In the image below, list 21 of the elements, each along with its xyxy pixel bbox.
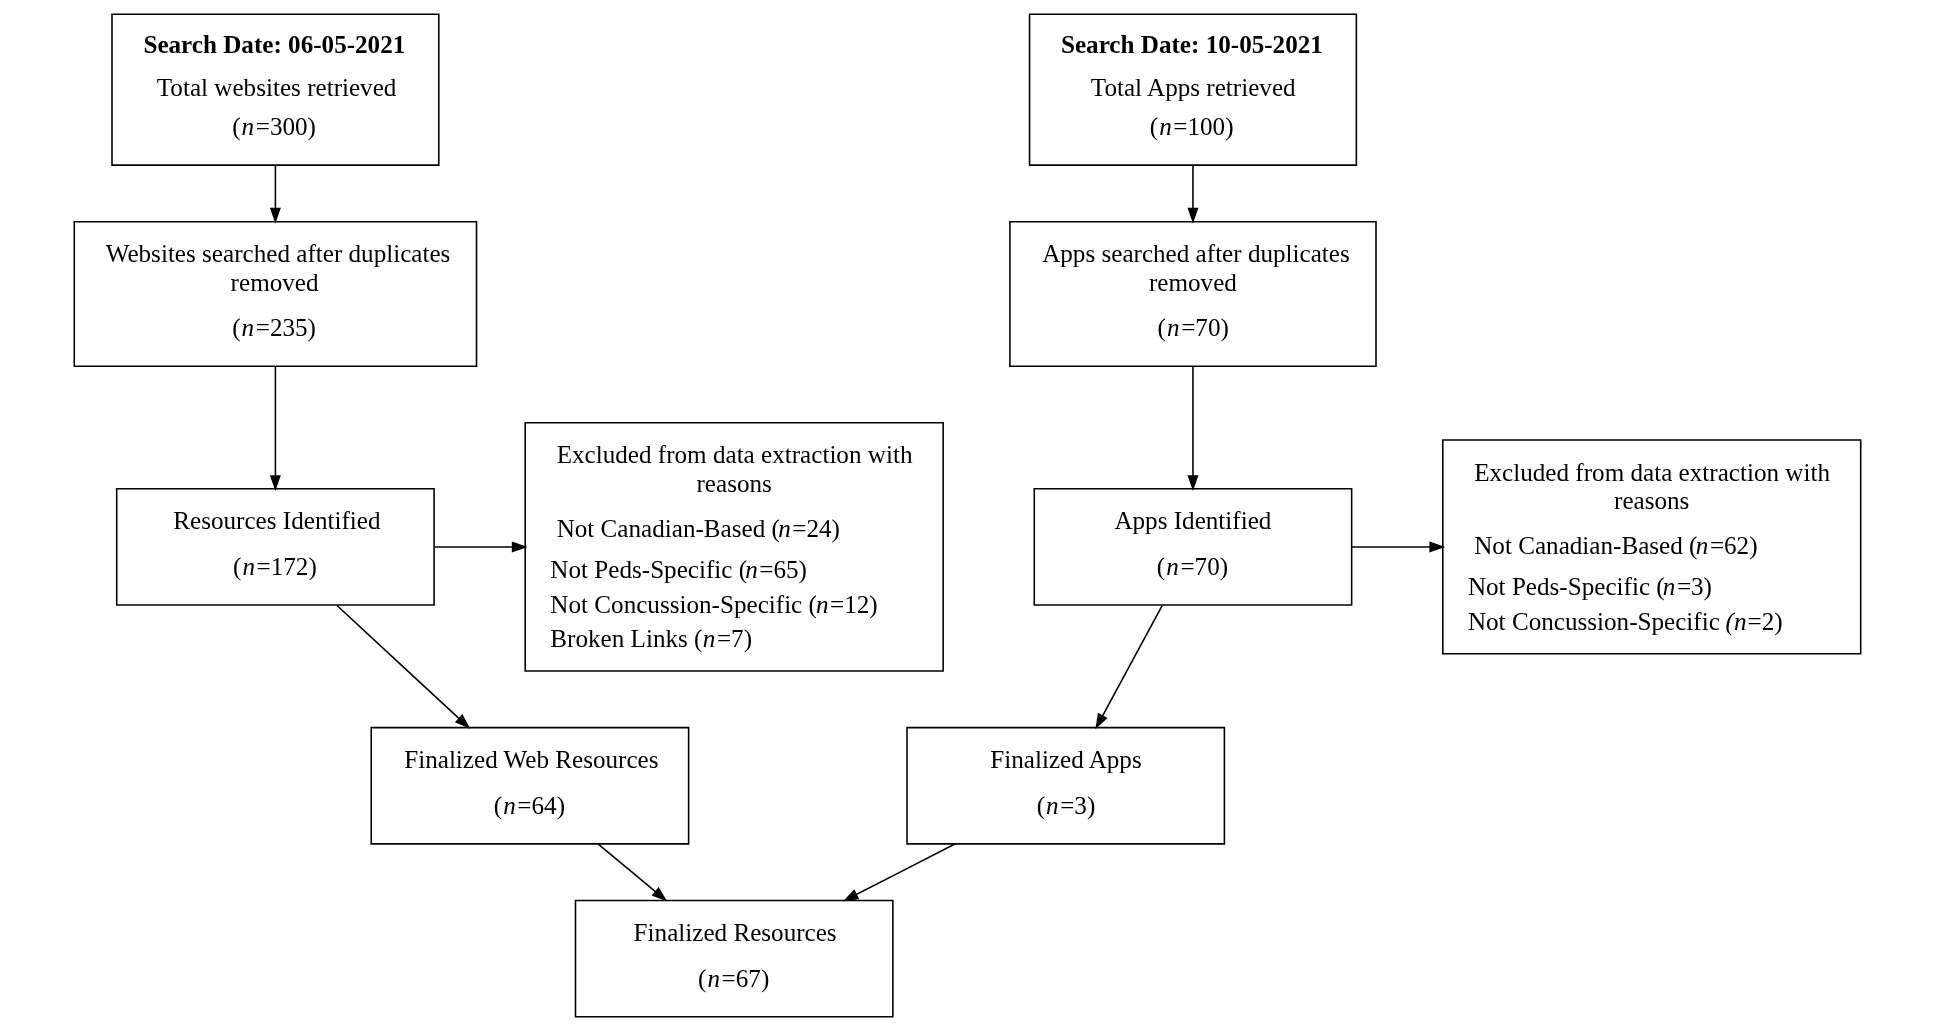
node-box: Search Date: 10-05-2021 Total Apps retrieved (n=100) <box>1028 13 1357 166</box>
arrow <box>1350 541 1445 553</box>
arrow <box>269 164 281 224</box>
node-box: Websites searched after duplicates removed (n=235) <box>73 220 477 368</box>
node-box: Apps Identified (n=70) <box>1033 488 1352 606</box>
arrow <box>269 365 281 491</box>
arrow <box>597 843 667 902</box>
arrow <box>1186 164 1198 224</box>
arrow <box>335 604 470 729</box>
arrow <box>1094 604 1163 730</box>
node-box: Excluded from data extraction with reasons Not Canadian-Based (n=24) Not Peds-Specific (n=65) Not Concussion-Specific (n=12) Broken Links (n=7) <box>523 422 944 672</box>
node-box: Excluded from data extraction with reasons Not Canadian-Based (n=62) Not Peds-Specific (n=3) Not Concussion-Specific (n=2) <box>1441 439 1861 655</box>
node-box: Finalized Web Resources (n=64) <box>369 726 689 845</box>
node-box: Finalized Apps (n=3) <box>905 726 1225 845</box>
node-box: Search Date: 06-05-2021 Total websites retrieved (n=300) <box>110 13 440 166</box>
arrow <box>1186 365 1198 491</box>
arrow <box>433 541 528 553</box>
node-box: Resources Identified (n=172) <box>115 488 435 606</box>
arrow <box>842 843 956 902</box>
node-box: Finalized Resources (n=67) <box>574 899 894 1018</box>
node-box: Apps searched after duplicates removed (n=70) <box>1008 220 1377 368</box>
